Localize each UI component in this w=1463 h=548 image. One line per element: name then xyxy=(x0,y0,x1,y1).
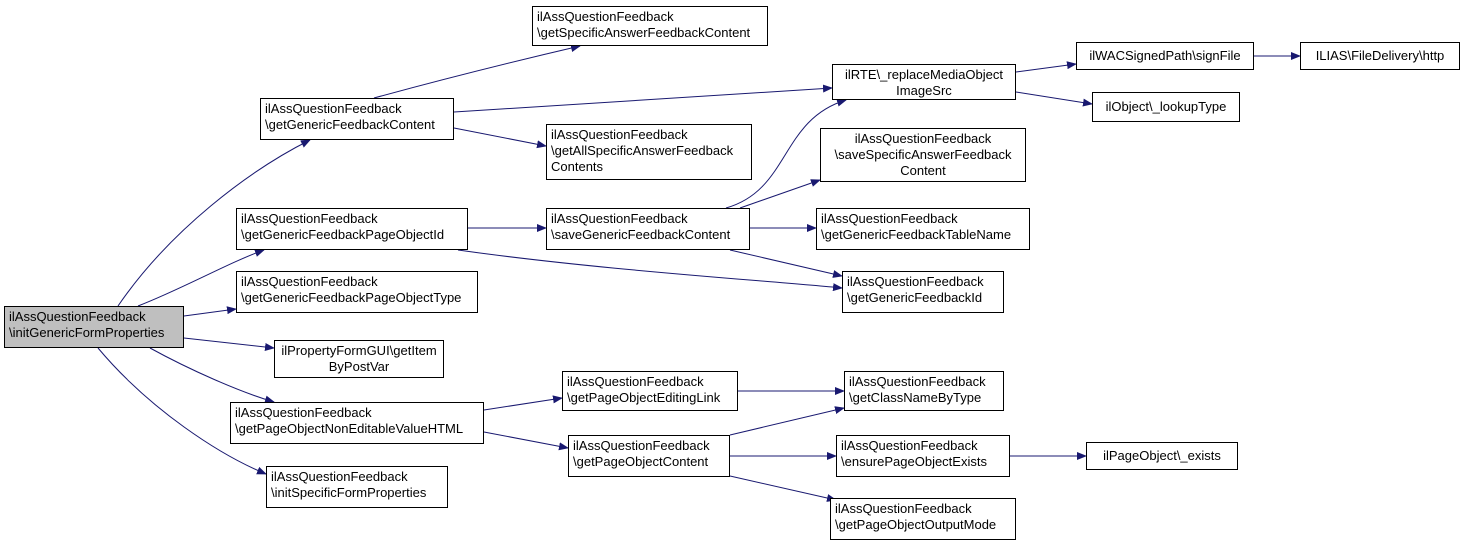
node-label-line: ILIAS\FileDelivery\http xyxy=(1315,48,1445,63)
node-get-page-object-output-mode[interactable]: ilAssQuestionFeedback\getPageObjectOutpu… xyxy=(830,498,1016,540)
node-get-class-name-by-type[interactable]: ilAssQuestionFeedback\getClassNameByType xyxy=(844,371,1004,411)
node-label-line: \getGenericFeedbackPageObjectId xyxy=(241,227,445,242)
node-label-line: ilRTE\_replaceMediaObject xyxy=(845,67,1003,82)
edge-root-to-getPageObjectNonEditableValueHTML xyxy=(149,347,275,404)
node-root: ilAssQuestionFeedback\initGenericFormPro… xyxy=(4,306,184,348)
node-label-line: \saveGenericFeedbackContent xyxy=(551,227,731,242)
node-label-line: \initGenericFormProperties xyxy=(9,325,165,340)
node-get-page-object-content[interactable]: ilAssQuestionFeedback\getPageObjectConte… xyxy=(568,435,730,477)
node-label-line: ilAssQuestionFeedback xyxy=(241,211,378,226)
node-label-line: ilAssQuestionFeedback xyxy=(265,101,402,116)
node-get-generic-feedback-page-object-type[interactable]: ilAssQuestionFeedback\getGenericFeedback… xyxy=(236,271,478,313)
node-label-line: \getPageObjectNonEditableValueHTML xyxy=(235,421,464,436)
node-label-line: ilAssQuestionFeedback xyxy=(551,127,688,142)
edge-saveGenericFeedbackContent-to-replaceMediaObjectImageSrc xyxy=(725,98,847,209)
node-label-line: \getSpecificAnswerFeedbackContent xyxy=(537,25,751,40)
node-label-line: ilAssQuestionFeedback xyxy=(854,131,992,146)
node-get-generic-feedback-table-name[interactable]: ilAssQuestionFeedback\getGenericFeedback… xyxy=(816,208,1030,250)
edge-saveGenericFeedbackContent-to-getGenericFeedbackId xyxy=(729,249,843,278)
node-label-line: Content xyxy=(900,163,946,178)
node-label-line: ilAssQuestionFeedback xyxy=(841,438,978,453)
node-label-line: ilAssQuestionFeedback xyxy=(573,438,710,453)
edge-replaceMediaObjectImageSrc-to-lookupType xyxy=(1015,91,1093,107)
node-label-line: ilAssQuestionFeedback xyxy=(537,9,674,24)
node-label-line: ilPageObject\_exists xyxy=(1103,448,1221,463)
node-label-line: ByPostVar xyxy=(328,359,390,374)
node-label-line: \getPageObjectContent xyxy=(573,454,709,469)
edge-root-to-getGenericFeedbackContent xyxy=(117,139,311,307)
node-label-line: ilAssQuestionFeedback xyxy=(271,469,408,484)
node-get-generic-feedback-page-object-id[interactable]: ilAssQuestionFeedback\getGenericFeedback… xyxy=(236,208,468,250)
node-label-line: \getGenericFeedbackPageObjectType xyxy=(241,290,462,305)
node-label-line: ilAssQuestionFeedback xyxy=(849,374,986,389)
node-label-line: ilAssQuestionFeedback xyxy=(567,374,704,389)
node-sign-file[interactable]: ilWACSignedPath\signFile xyxy=(1076,42,1254,70)
node-label-line: \saveSpecificAnswerFeedback xyxy=(834,147,1012,162)
node-save-specific-answer-feedback-content[interactable]: ilAssQuestionFeedback\saveSpecificAnswer… xyxy=(820,128,1026,182)
edge-getGenericFeedbackContent-to-replaceMediaObjectImageSrc xyxy=(453,84,833,113)
node-label-line: \initSpecificFormProperties xyxy=(271,485,427,500)
edge-root-to-getGenericFeedbackPageObjectType xyxy=(183,306,237,317)
edge-getPageObjectContent-to-getClassNameByType xyxy=(729,406,845,436)
edge-root-to-getItemByPostVar xyxy=(183,337,275,351)
edge-getGenericFeedbackContent-to-getAllSpecificAnswerFeedbackContents xyxy=(453,127,547,149)
node-label-line: \getGenericFeedbackId xyxy=(847,290,983,305)
node-label-line: ilPropertyFormGUI\getItem xyxy=(281,343,437,358)
node-get-specific-answer-feedback-content[interactable]: ilAssQuestionFeedback\getSpecificAnswerF… xyxy=(532,6,768,46)
edge-saveGenericFeedbackContent-to-saveSpecificAnswerFeedbackContent xyxy=(739,179,821,209)
node-label-line: ilAssQuestionFeedback xyxy=(551,211,688,226)
edge-getPageObjectNonEditableValueHTML-to-getPageObjectContent xyxy=(483,431,569,451)
node-label-line: ilAssQuestionFeedback xyxy=(847,274,984,289)
node-label-line: \getAllSpecificAnswerFeedback xyxy=(551,143,734,158)
node-label-line: \getPageObjectOutputMode xyxy=(835,517,997,532)
node-get-page-object-non-editable-value-html[interactable]: ilAssQuestionFeedback\getPageObjectNonEd… xyxy=(230,402,484,444)
node-label-line: ilWACSignedPath\signFile xyxy=(1089,48,1241,63)
node-label-line: \getClassNameByType xyxy=(849,390,982,405)
node-label-line: \getGenericFeedbackTableName xyxy=(821,227,1012,242)
node-get-all-specific-answer-feedback-contents[interactable]: ilAssQuestionFeedback\getAllSpecificAnsw… xyxy=(546,124,752,180)
node-label-line: Contents xyxy=(551,159,604,174)
node-label-line: \ensurePageObjectExists xyxy=(841,454,987,469)
edge-getGenericFeedbackPageObjectId-to-getGenericFeedbackId xyxy=(457,249,843,292)
node-get-page-object-editing-link[interactable]: ilAssQuestionFeedback\getPageObjectEditi… xyxy=(562,371,738,411)
node-label-line: \getPageObjectEditingLink xyxy=(567,390,721,405)
edge-getPageObjectNonEditableValueHTML-to-getPageObjectEditingLink xyxy=(483,395,563,411)
node-label-line: ilAssQuestionFeedback xyxy=(235,405,372,420)
edge-getGenericFeedbackContent-to-getSpecificAnswerFeedbackContent xyxy=(373,44,581,99)
node-ensure-page-object-exists[interactable]: ilAssQuestionFeedback\ensurePageObjectEx… xyxy=(836,435,1010,477)
node-file-delivery-http[interactable]: ILIAS\FileDelivery\http xyxy=(1300,42,1460,70)
node-label-line: ImageSrc xyxy=(896,83,952,98)
node-exists[interactable]: ilPageObject\_exists xyxy=(1086,442,1238,470)
edge-root-to-getGenericFeedbackPageObjectId xyxy=(137,249,265,307)
node-lookup-type[interactable]: ilObject\_lookupType xyxy=(1092,92,1240,122)
node-label-line: ilAssQuestionFeedback xyxy=(241,274,378,289)
node-label-line: ilObject\_lookupType xyxy=(1105,99,1227,114)
node-label-line: ilAssQuestionFeedback xyxy=(9,309,146,324)
node-get-generic-feedback-content[interactable]: ilAssQuestionFeedback\getGenericFeedback… xyxy=(260,98,454,140)
node-label-line: ilAssQuestionFeedback xyxy=(821,211,958,226)
node-get-generic-feedback-id[interactable]: ilAssQuestionFeedback\getGenericFeedback… xyxy=(842,271,1004,313)
node-label-line: ilAssQuestionFeedback xyxy=(835,501,972,516)
edge-root-to-initSpecificFormProperties xyxy=(97,347,267,475)
node-label-line: \getGenericFeedbackContent xyxy=(265,117,435,132)
node-init-specific-form-properties[interactable]: ilAssQuestionFeedback\initSpecificFormPr… xyxy=(266,466,448,508)
edge-replaceMediaObjectImageSrc-to-signFile xyxy=(1015,61,1077,73)
node-save-generic-feedback-content[interactable]: ilAssQuestionFeedback\saveGenericFeedbac… xyxy=(546,208,750,250)
edge-getPageObjectContent-to-getPageObjectOutputMode xyxy=(729,475,837,502)
